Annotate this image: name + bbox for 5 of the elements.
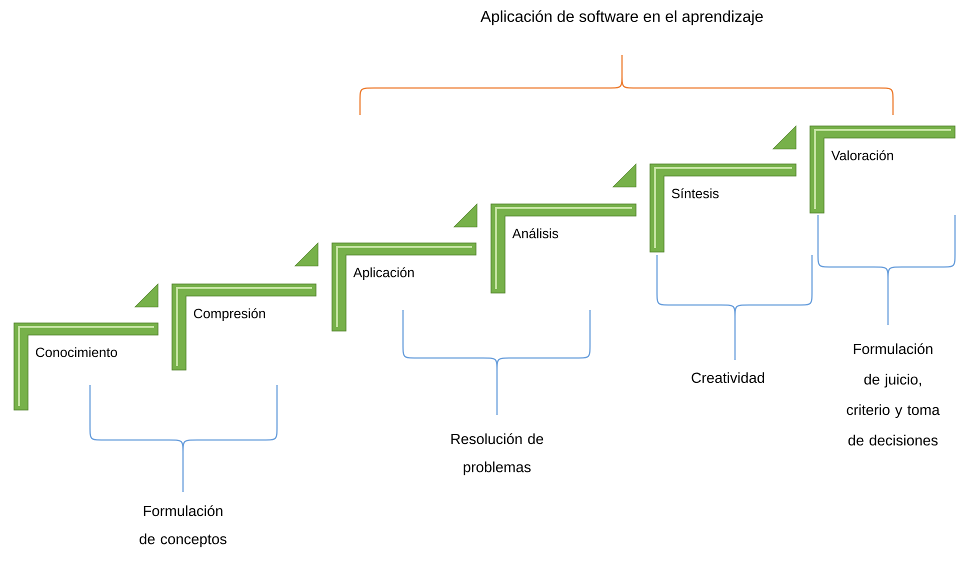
brace-label: Formulación de juicio, criterio y toma de decisiones <box>846 343 940 446</box>
brace-label: Creatividad <box>692 372 764 383</box>
brace-label: Resolución de problemas <box>451 433 544 476</box>
brace-label: Aplicación de software en el aprendizaje <box>480 10 763 26</box>
brace-label: Formulación de conceptos <box>140 505 226 548</box>
